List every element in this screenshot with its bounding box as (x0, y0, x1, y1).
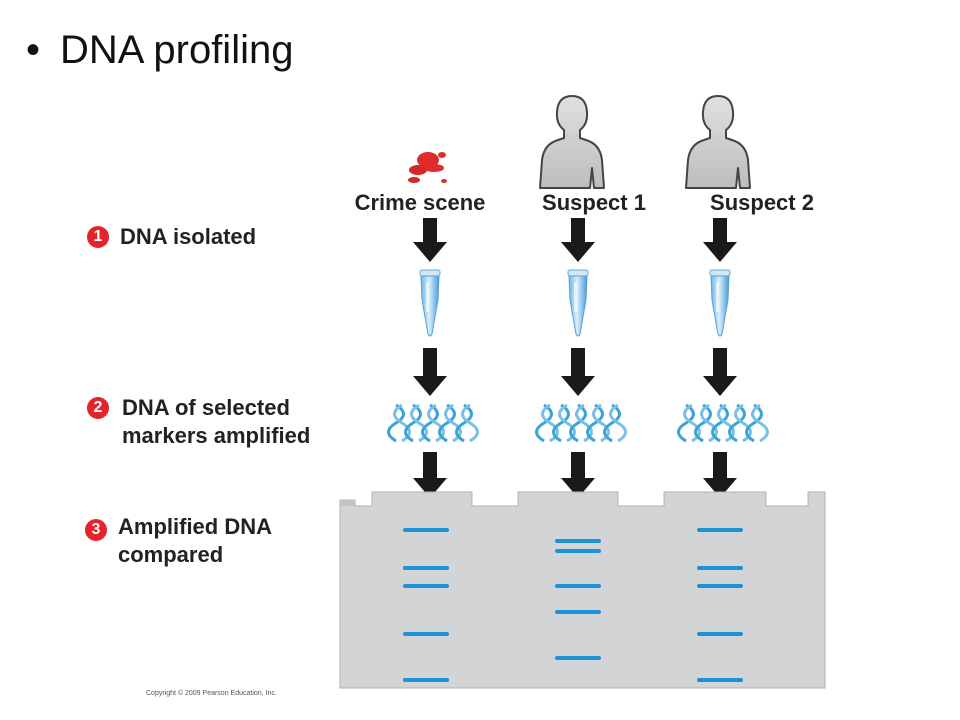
gel-band (697, 584, 743, 588)
test-tube-icon (419, 269, 441, 337)
down-arrow-icon (561, 218, 595, 262)
gel-band (697, 632, 743, 636)
person-icon (539, 95, 605, 189)
down-arrow-icon (561, 452, 595, 498)
step-3-label: Amplified DNA compared (118, 513, 272, 569)
gel-bands (403, 528, 743, 682)
gel-band (403, 528, 449, 532)
step-1-label: DNA isolated (120, 223, 256, 251)
gel-band (697, 678, 743, 682)
down-arrow-icon (413, 452, 447, 498)
gel-band (403, 566, 449, 570)
step-1-line-1: DNA isolated (120, 224, 257, 249)
gel-band (555, 584, 601, 588)
step-2-badge: 2 (87, 397, 109, 419)
down-arrow-icon (703, 218, 737, 262)
title-text: DNA profiling (60, 28, 294, 72)
gel-band (555, 539, 601, 543)
step-2-line-1: DNA of selected (122, 395, 290, 420)
gel-band (403, 584, 449, 588)
step-2-line-2: markers amplified (122, 423, 311, 448)
step-1-badge: 1 (87, 226, 109, 248)
gel-band (555, 549, 601, 553)
column-label-suspect-2: Suspect 2 (710, 190, 814, 215)
down-arrow-icon (413, 348, 447, 396)
down-arrow-icon (413, 218, 447, 262)
column-label-crime-scene: Crime scene (354, 190, 486, 215)
test-tube-icon (567, 269, 589, 337)
dna-helix-icon (677, 403, 769, 443)
slide-title: • DNA profiling (26, 28, 293, 73)
dna-helix-icon (387, 403, 479, 443)
gel-band (697, 528, 743, 532)
column-label-suspect-1: Suspect 1 (542, 190, 646, 215)
copyright-notice: Copyright © 2009 Pearson Education, Inc. (146, 690, 277, 697)
gel-band (697, 566, 743, 570)
gel-band (403, 678, 449, 682)
dna-helix-icon (535, 403, 627, 443)
down-arrow-icon (561, 348, 595, 396)
test-tube-icon (709, 269, 731, 337)
step-2-label: DNA of selected markers amplified (122, 394, 310, 450)
step-3-line-1: Amplified DNA (118, 514, 272, 539)
step-3-badge: 3 (85, 519, 107, 541)
gel-band (403, 632, 449, 636)
title-bullet: • (26, 28, 41, 72)
blood-drop-icon (408, 152, 447, 183)
step-3-line-2: compared (118, 542, 224, 567)
down-arrow-icon (703, 348, 737, 396)
person-icon (685, 95, 751, 189)
gel-band (555, 610, 601, 614)
gel-slab (339, 491, 826, 689)
down-arrow-icon (703, 452, 737, 498)
gel-band (555, 656, 601, 660)
